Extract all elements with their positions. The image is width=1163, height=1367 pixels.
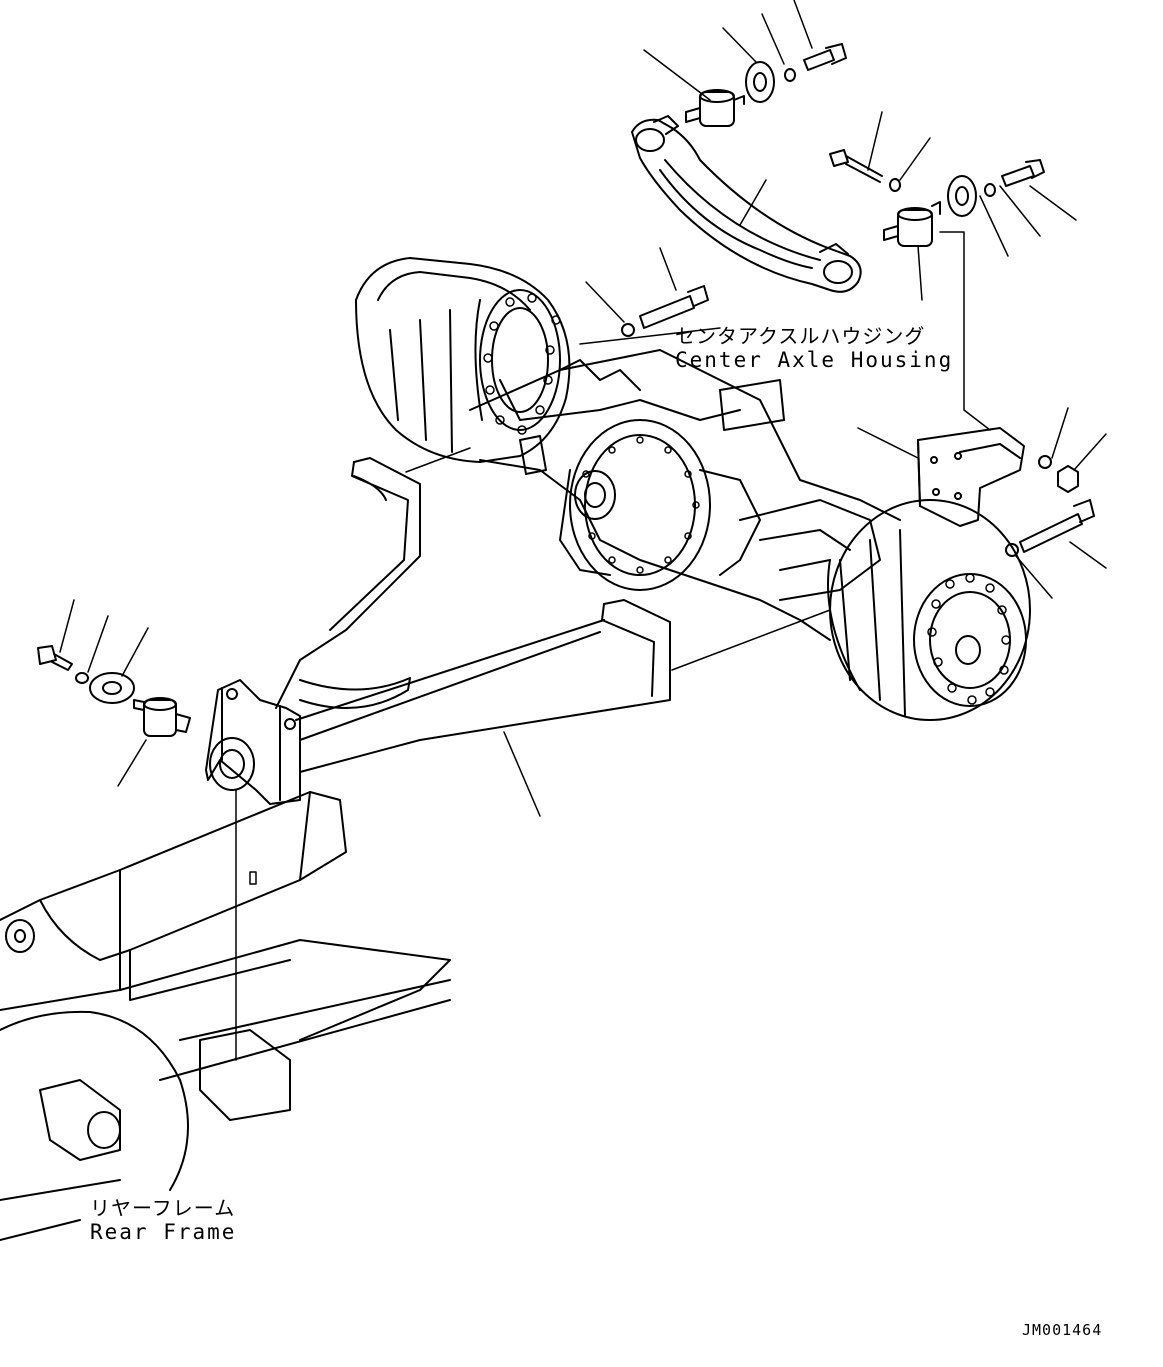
lock-washers	[75, 68, 1052, 684]
center-axle-housing-label-jp: センタアクスルハウジング	[675, 324, 926, 348]
bushing-upper-right	[883, 201, 941, 247]
leader-lines	[59, 0, 1107, 1061]
bushing-upper-left	[685, 89, 745, 127]
upper-link-arm	[631, 115, 862, 293]
drawing-code: JM001464	[1022, 1321, 1103, 1339]
rear-frame-label: リヤーフレーム Rear Frame	[90, 1198, 236, 1243]
axle-hub-bolt-circle	[483, 293, 1011, 705]
a-frame-torque-arm	[205, 457, 671, 805]
rear-frame-label-en: Rear Frame	[90, 1220, 237, 1244]
bushing-lower-left	[133, 697, 191, 737]
bolts	[37, 43, 1095, 671]
rear-frame	[0, 791, 451, 1241]
center-axle-housing-label: センタアクスルハウジング Center Axle Housing	[675, 326, 953, 371]
plate-washers	[89, 61, 977, 704]
center-axle-housing-label-en: Center Axle Housing	[675, 348, 954, 372]
rear-frame-label-jp: リヤーフレーム	[90, 1196, 236, 1220]
mounting-bracket	[917, 427, 1025, 527]
